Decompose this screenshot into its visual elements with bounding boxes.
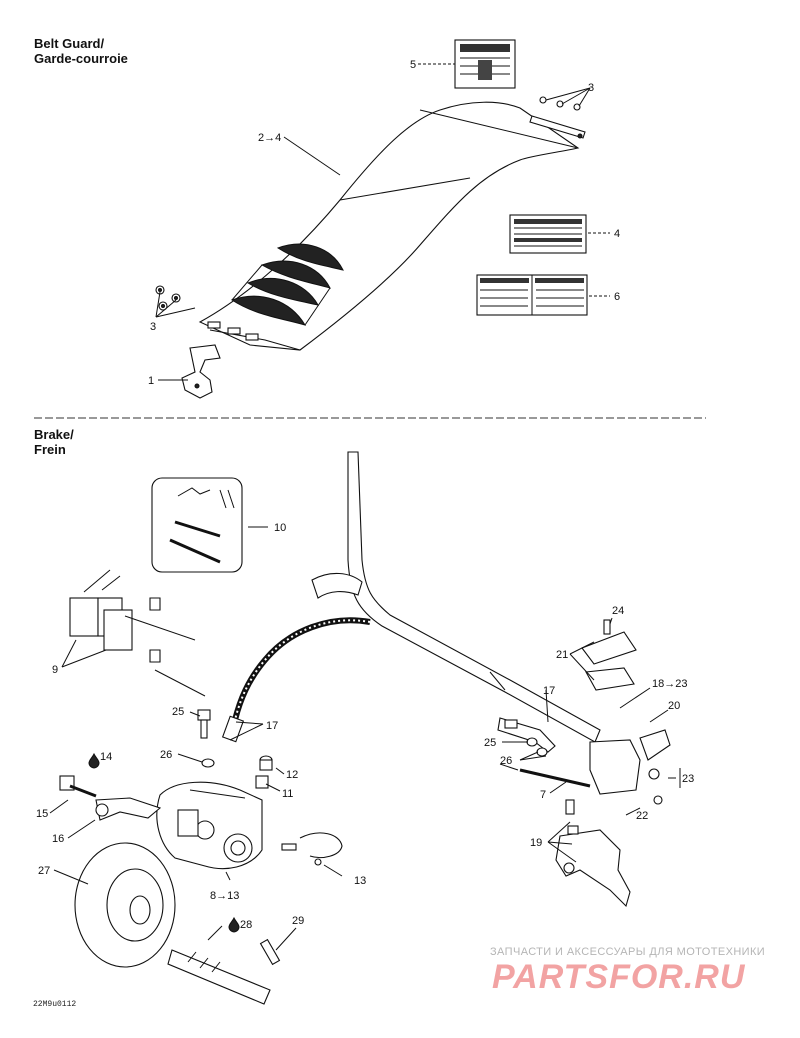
- callout-2-4: 2→4: [258, 132, 281, 144]
- callout-22: 22: [636, 810, 648, 822]
- brake-leaders: [49, 526, 681, 951]
- belt-guard-title: Belt Guard/ Garde-courroie: [34, 36, 128, 66]
- spring-pin-kit-box: [151, 477, 243, 573]
- callout-9: 9: [52, 664, 58, 676]
- callout-13: 13: [354, 875, 366, 887]
- cap-12: [259, 755, 273, 771]
- callout-25-left: 25: [172, 706, 184, 718]
- brake-title-en: Brake/: [34, 427, 74, 442]
- bleeder-screw: [59, 775, 97, 798]
- master-cylinder: [497, 619, 671, 805]
- banjo-bolt-25: [197, 709, 211, 739]
- label-decal-5: [454, 39, 516, 89]
- label-decal-6: [476, 274, 588, 316]
- lubricant-drop-icon: [228, 916, 240, 933]
- callout-25-right: 25: [484, 737, 496, 749]
- brake-title: Brake/ Frein: [34, 427, 74, 457]
- callout-27: 27: [38, 865, 50, 877]
- belt-guard-leaders: [155, 63, 610, 381]
- callout-10: 10: [274, 522, 286, 534]
- callout-18-23: 18→23: [652, 678, 687, 690]
- retaining-clip-13: [281, 832, 343, 866]
- watermark-logo: PARTSFOR.RU: [492, 958, 746, 996]
- callout-19: 19: [530, 837, 542, 849]
- callout-16: 16: [52, 833, 64, 845]
- handlebar: [311, 451, 601, 743]
- disc-shaft: [167, 949, 271, 1005]
- callout-26-right: 26: [500, 755, 512, 767]
- brake-title-fr: Frein: [34, 442, 66, 457]
- callout-8-13: 8→13: [210, 890, 239, 902]
- belt-guard-title-en: Belt Guard/: [34, 36, 105, 51]
- callout-21: 21: [556, 649, 568, 661]
- callout-26-left: 26: [160, 749, 172, 761]
- callout-4: 4: [614, 228, 620, 240]
- callout-3-left: 3: [150, 321, 156, 333]
- callout-17-right: 17: [543, 685, 555, 697]
- callout-29: 29: [292, 915, 304, 927]
- callout-24: 24: [612, 605, 624, 617]
- callout-12: 12: [286, 769, 298, 781]
- shaft-key: [259, 938, 281, 966]
- callout-17-left: 17: [266, 720, 278, 732]
- callout-20: 20: [668, 700, 680, 712]
- belt-guard-clip: [181, 344, 221, 399]
- nut-11: [255, 775, 269, 789]
- watermark-tagline: ЗАПЧАСТИ И АКСЕССУАРЫ ДЛЯ МОТОТЕХНИКИ: [490, 946, 766, 958]
- belt-guard-title-fr: Garde-courroie: [34, 51, 128, 66]
- washer-26: [201, 758, 215, 768]
- pivot-pin-7: [499, 763, 591, 788]
- callout-23: 23: [682, 773, 694, 785]
- callout-14: 14: [100, 751, 112, 763]
- callout-28: 28: [240, 919, 252, 931]
- callout-6: 6: [614, 291, 620, 303]
- callout-7: 7: [540, 789, 546, 801]
- caliper-bracket: [95, 797, 162, 821]
- brake-disc: [74, 842, 176, 968]
- lubricant-drop-icon: [88, 752, 100, 769]
- caliper-assembly: [156, 781, 263, 870]
- callout-labels: 1 2→4 3 3 4 5 6 7 8→13 9 10 11 12 13 14 …: [36, 59, 694, 931]
- banjo-bolt-25-right: [504, 719, 548, 757]
- callout-3-right: 3: [588, 82, 594, 94]
- callout-11: 11: [282, 788, 293, 800]
- brake-pad-kit: [69, 569, 206, 697]
- callout-15: 15: [36, 808, 48, 820]
- brake-hose: [221, 617, 371, 743]
- belt-guard-part: [198, 101, 580, 351]
- figure-code: 22M9u0112: [33, 1000, 77, 1009]
- brake-lever: [555, 799, 631, 908]
- callout-1: 1: [148, 375, 154, 387]
- label-decal-4: [509, 214, 587, 254]
- callout-5: 5: [410, 59, 416, 71]
